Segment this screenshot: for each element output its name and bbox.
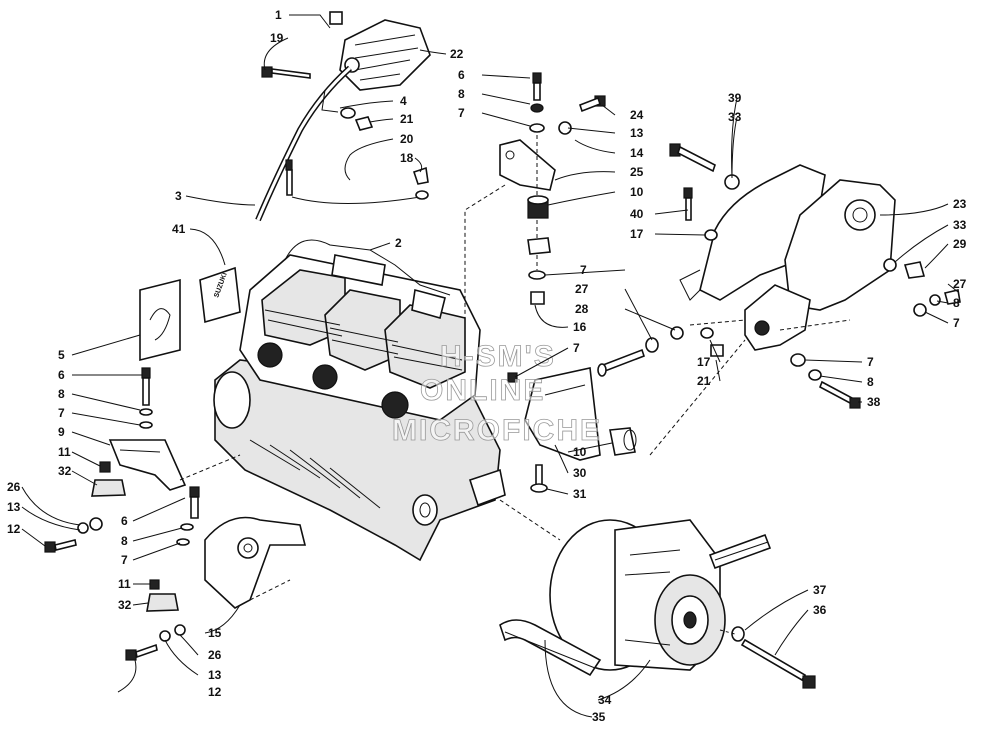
callout-6c: 6 xyxy=(121,514,128,528)
callout-1: 1 xyxy=(275,8,282,22)
callout-26b: 26 xyxy=(208,648,222,662)
callout-35: 35 xyxy=(592,710,606,724)
front-left-mount xyxy=(44,367,241,553)
callout-12: 12 xyxy=(7,522,21,536)
rear-right-bracket-assembly xyxy=(597,143,961,456)
callout-21b: 21 xyxy=(697,374,711,388)
callout-18: 18 xyxy=(400,151,414,165)
callout-20: 20 xyxy=(400,132,414,146)
callout-8c: 8 xyxy=(121,534,128,548)
callout-labels: 1 19 22 6 8 24 7 13 4 21 20 14 18 25 10 … xyxy=(7,8,967,724)
callout-13b: 13 xyxy=(7,500,21,514)
callout-11: 11 xyxy=(58,445,71,459)
callout-36: 36 xyxy=(813,603,827,617)
callout-9: 9 xyxy=(58,425,65,439)
callout-leaders xyxy=(21,14,959,718)
callout-23: 23 xyxy=(953,197,967,211)
callout-38: 38 xyxy=(867,395,881,409)
decals: SUZUKI xyxy=(139,266,241,362)
callout-28: 28 xyxy=(575,302,589,316)
callout-5: 5 xyxy=(58,348,65,362)
callout-17b: 17 xyxy=(697,355,711,369)
callout-8: 8 xyxy=(458,87,465,101)
watermark-line-2: ONLINE xyxy=(420,374,545,407)
callout-33b: 33 xyxy=(953,218,967,232)
right-engine-bracket xyxy=(507,367,637,493)
callout-7: 7 xyxy=(458,106,465,120)
callout-13: 13 xyxy=(630,126,644,140)
callout-39: 39 xyxy=(728,91,742,105)
callout-24: 24 xyxy=(630,108,644,122)
callout-2: 2 xyxy=(395,236,402,250)
callout-3: 3 xyxy=(175,189,182,203)
callout-6: 6 xyxy=(458,68,465,82)
callout-33: 33 xyxy=(728,110,742,124)
callout-7e: 7 xyxy=(580,263,587,277)
callout-25: 25 xyxy=(630,165,644,179)
callout-7d: 7 xyxy=(953,316,960,330)
watermark: H-SM'S ONLINE MICROFICHE xyxy=(392,340,602,448)
callout-26: 26 xyxy=(7,480,21,494)
callout-10: 10 xyxy=(630,185,644,199)
callout-7c: 7 xyxy=(121,553,128,567)
callout-41: 41 xyxy=(172,222,186,236)
callout-30: 30 xyxy=(573,466,587,480)
callout-32b: 32 xyxy=(118,598,132,612)
drive-clutch-and-belt xyxy=(499,499,816,689)
callout-12b: 12 xyxy=(208,685,222,699)
callout-7f: 7 xyxy=(867,355,874,369)
callout-7g: 7 xyxy=(573,341,580,355)
callout-31: 31 xyxy=(573,487,587,501)
callout-34: 34 xyxy=(598,693,612,707)
callout-19: 19 xyxy=(270,31,284,45)
callout-29: 29 xyxy=(953,237,967,251)
callout-27: 27 xyxy=(575,282,589,296)
callout-13c: 13 xyxy=(208,668,222,682)
callout-8d: 8 xyxy=(953,296,960,310)
callout-22: 22 xyxy=(450,47,464,61)
callout-8e: 8 xyxy=(867,375,874,389)
callout-10b: 10 xyxy=(573,445,587,459)
callout-32: 32 xyxy=(58,464,72,478)
watermark-line-1: H-SM'S xyxy=(440,340,556,373)
callout-37: 37 xyxy=(813,583,827,597)
callout-7b: 7 xyxy=(58,406,65,420)
watermark-line-3: MICROFICHE xyxy=(392,414,602,447)
upper-center-mount xyxy=(464,72,606,330)
callout-21: 21 xyxy=(400,112,414,126)
callout-11b: 11 xyxy=(118,577,131,591)
engine-assembly xyxy=(213,239,506,562)
callout-14: 14 xyxy=(630,146,644,160)
callout-40: 40 xyxy=(630,207,644,221)
oil-line-assembly xyxy=(255,11,431,222)
callout-6b: 6 xyxy=(58,368,65,382)
callout-4: 4 xyxy=(400,94,407,108)
callout-8b: 8 xyxy=(58,387,65,401)
callout-15: 15 xyxy=(208,626,222,640)
callout-16: 16 xyxy=(573,320,587,334)
callout-27b: 27 xyxy=(953,277,967,291)
callout-17: 17 xyxy=(630,227,644,241)
rear-left-mount xyxy=(125,486,307,661)
